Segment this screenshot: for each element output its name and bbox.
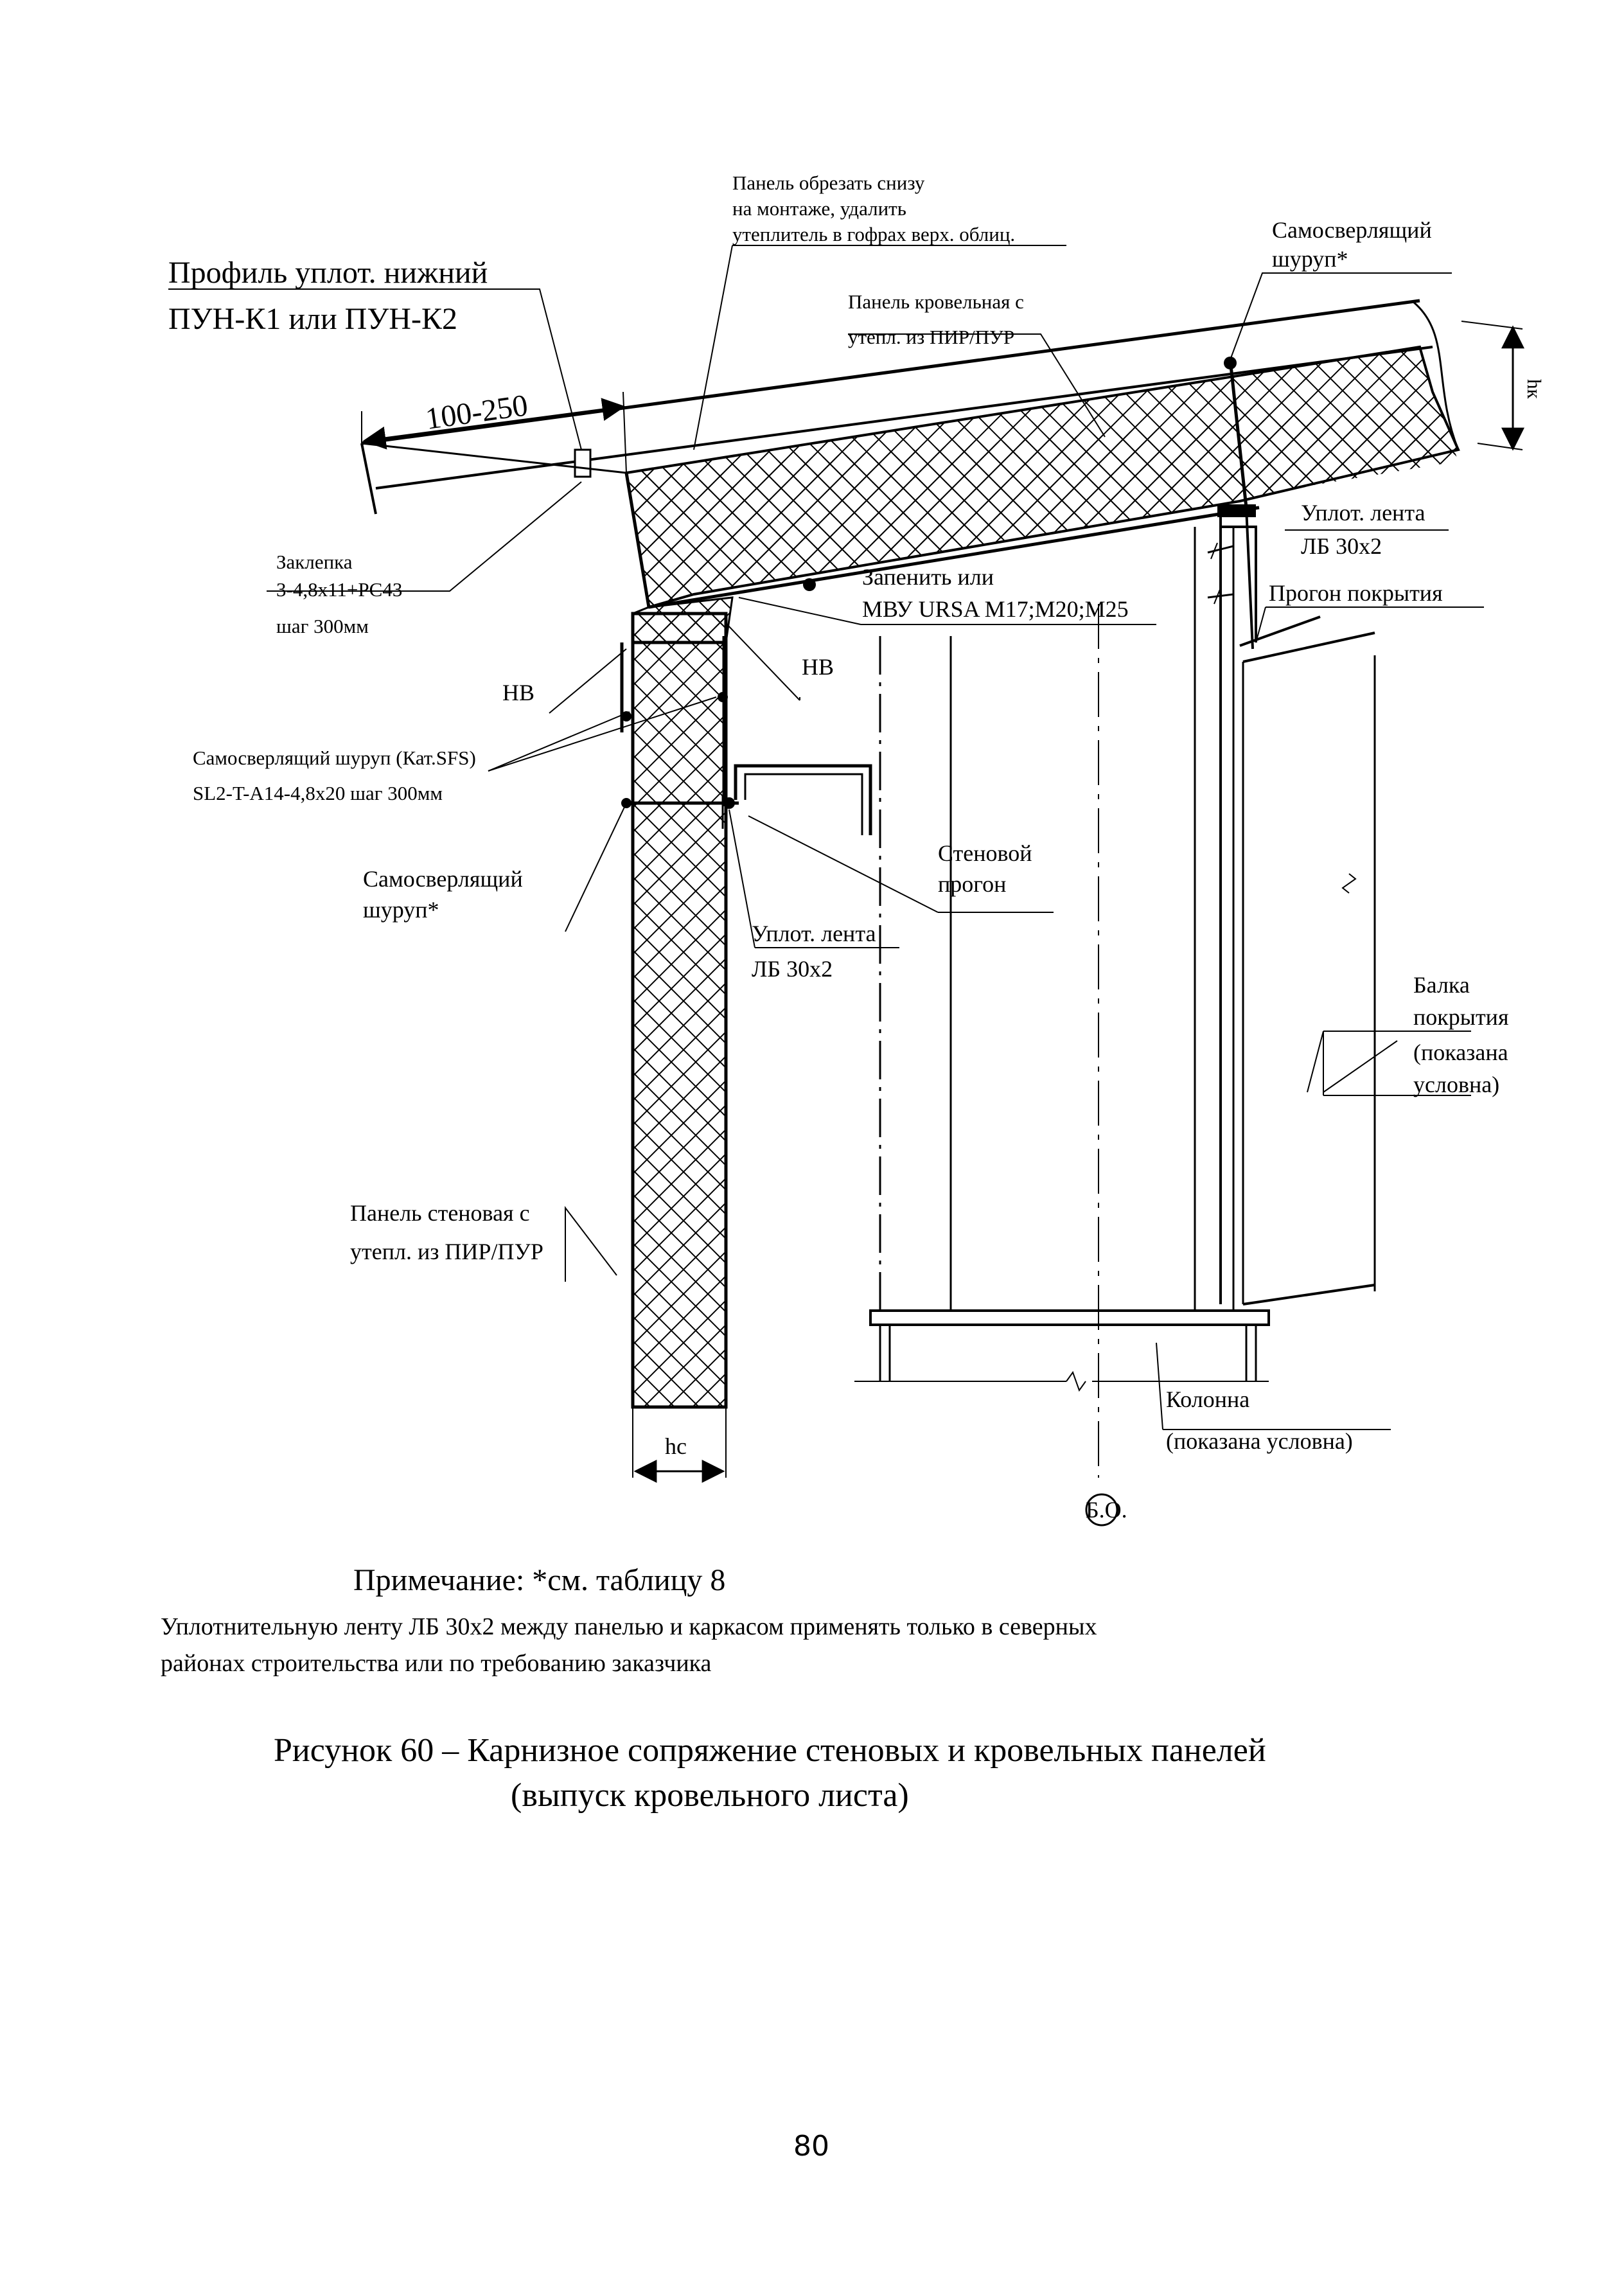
note-title: Примечание: *см. таблицу 8 [353,1563,726,1597]
drawing-labels: Панель обрезать снизу на монтаже, удалит… [168,172,1509,1454]
label-profile-1: Профиль уплот. нижний [168,256,488,290]
wall-purlin [734,764,872,835]
figure-caption-line-1: Рисунок 60 – Карнизное сопряжение стенов… [274,1732,1266,1769]
label-sfs-1: Самосверлящий шуруп (Кат.SFS) [193,747,476,769]
dimension-roof-thickness: hк [1461,321,1546,451]
label-wall-purlin-2: прогон [938,871,1006,897]
building-axis: Б.О. [1085,604,1127,1527]
label-seal-top-2: ЛБ 30х2 [1301,533,1382,559]
label-column-2: (показана условна) [1166,1428,1353,1454]
label-roof-purlin: Прогон покрытия [1269,580,1443,606]
note-text-line-1: Уплотнительную ленту ЛБ 30х2 между панел… [161,1613,1097,1640]
label-foam-2: МВУ URSA M17;M20;M25 [862,596,1129,622]
dimension-hc-label: hc [665,1433,687,1459]
label-rivet-2: 3-4,8x11+PC43 [276,578,402,601]
dimension-wall-thickness: hc [632,1407,727,1483]
label-self-drill-top-1: Самосверлящий [1272,217,1432,243]
label-rivet-1: Заклепка [276,551,353,573]
label-seal-mid-1: Уплот. лента [752,921,876,946]
roof-bottom-sheet [648,506,1260,609]
label-cut-panel-1: Панель обрезать снизу [732,172,925,194]
label-foam-1: Запенить или [862,564,994,590]
eaves-joint-drawing: 100-250 hк hc [168,172,1546,1527]
label-wall-purlin-1: Стеновой [938,840,1032,866]
label-cut-panel-3: утеплитель в гофрах верх. облиц. [732,223,1015,245]
label-self-drill-mid-2: шуруп* [363,897,439,923]
page-number: 80 [793,2130,829,2163]
label-profile-2: ПУН-К1 или ПУН-К2 [168,302,457,336]
roof-break-line [1413,301,1460,450]
label-beam-3: (показана [1413,1040,1508,1065]
label-roof-panel-2: утепл. из ПИР/ПУР [848,326,1014,348]
label-roof-panel-1: Панель кровельная с [848,290,1024,313]
label-rivet-3: шаг 300мм [276,615,369,637]
rivet-dot [803,578,816,591]
label-self-drill-top-2: шуруп* [1272,246,1348,272]
label-self-drill-mid-1: Самосверлящий [363,866,523,892]
column [854,527,1270,1392]
leader-lines [168,245,1484,1430]
axis-label: Б.О. [1086,1497,1127,1523]
bottom-seal-profile [574,448,592,478]
label-nv-left: НВ [502,680,534,705]
figure-caption-line-2: (выпуск кровельного листа) [511,1777,909,1814]
label-sfs-2: SL2-T-A14-4,8x20 шаг 300мм [193,782,443,804]
label-column-1: Колонна [1166,1386,1249,1412]
dimension-overhang-label: 100-250 [423,388,530,436]
label-wall-panel-2: утепл. из ПИР/ПУР [350,1239,543,1264]
label-beam-4: условна) [1413,1072,1499,1097]
roof-beam [1207,357,1376,1306]
note-text-line-2: районах строительства или по требованию … [161,1650,712,1677]
label-seal-top-1: Уплот. лента [1301,500,1425,526]
label-seal-mid-2: ЛБ 30х2 [752,956,833,982]
label-nv-right: НВ [802,654,834,680]
label-beam-2: покрытия [1413,1004,1509,1030]
wall-panel [620,578,816,1409]
label-wall-panel-1: Панель стеновая с [350,1200,530,1226]
label-cut-panel-2: на монтаже, удалить [732,197,906,220]
dimension-hk-label: hк [1523,379,1546,400]
label-beam-1: Балка [1413,972,1470,998]
